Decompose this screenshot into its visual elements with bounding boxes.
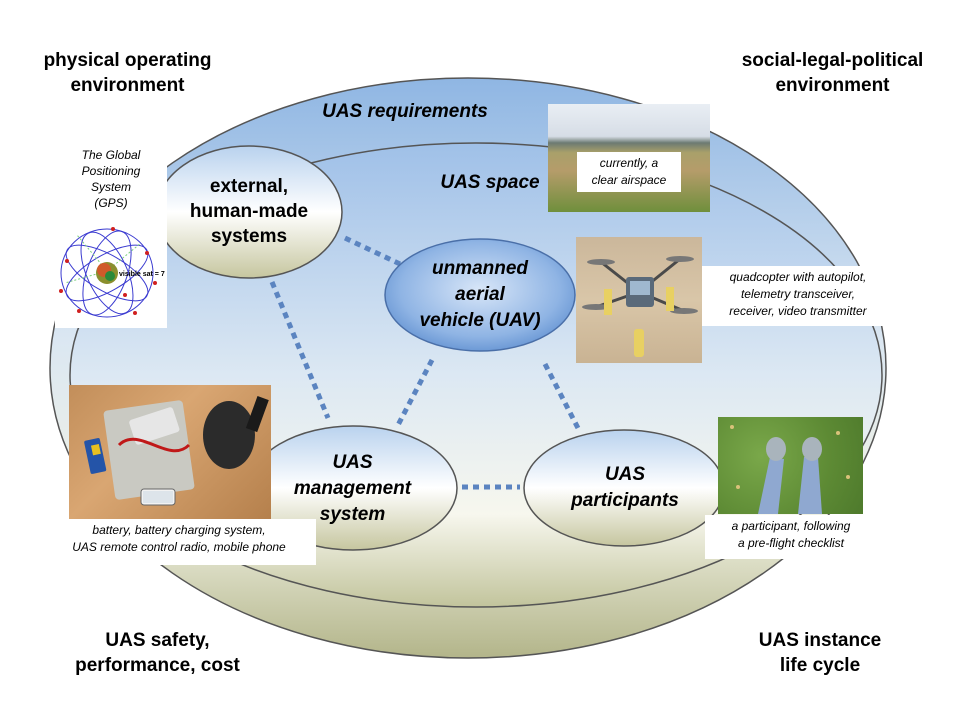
node-participants-label: UAS participants [571, 464, 679, 511]
airspace-caption: currently, a clear airspace [577, 152, 681, 192]
participant-photo [718, 417, 863, 514]
label-safety-performance-cost: UAS safety, performance, cost [75, 630, 240, 676]
connector-uav-participants [542, 362, 583, 434]
quadcopter-photo [576, 237, 702, 363]
node-uav-label: unmanned aerial vehicle (UAV) [419, 258, 541, 331]
equipment-caption: battery, battery charging system, UAS re… [42, 519, 316, 565]
node-external-systems-label: external, human-made systems [189, 176, 309, 247]
quadcopter-icon [582, 256, 698, 357]
gps-image: The Global Positioning System (GPS) [55, 145, 167, 328]
label-physical-environment: physical operating environment [43, 50, 212, 96]
participant-caption: a participant, following a pre-flight ch… [705, 515, 877, 559]
label-social-legal-political-environment: social-legal-political environment [741, 50, 924, 96]
gps-label: The Global Positioning System (GPS) [81, 148, 141, 210]
gps-visible-sat-text: visible sat = 7 [119, 271, 165, 278]
label-uas-requirements: UAS requirements [322, 101, 488, 122]
equipment-photo [69, 385, 271, 519]
participant-legs-icon [730, 425, 850, 514]
node-management-system-label: UAS management system [293, 452, 412, 525]
connector-external-management [269, 281, 331, 419]
equipment-icon [84, 396, 269, 506]
connector-uav-management [395, 358, 435, 427]
gps-orbits-icon: visible sat = 7 [59, 227, 165, 318]
node-uav-shape [384, 238, 576, 352]
label-instance-life-cycle: UAS instance life cycle [758, 630, 882, 676]
label-uas-space: UAS space [440, 172, 540, 193]
quadcopter-caption: quadcopter with autopilot, telemetry tra… [702, 266, 894, 326]
